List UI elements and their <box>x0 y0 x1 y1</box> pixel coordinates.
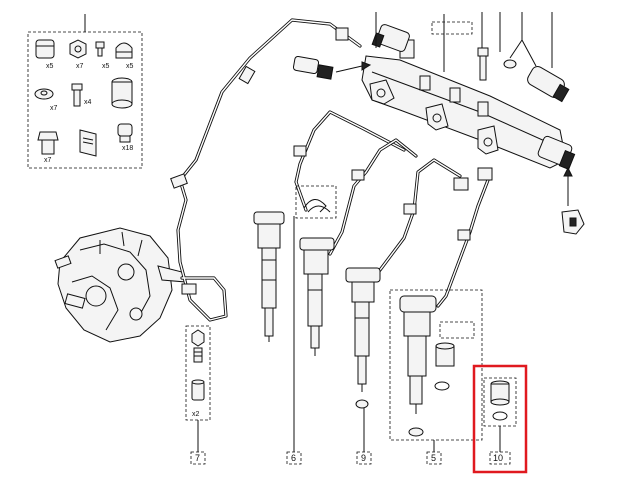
rail-bolt <box>477 47 489 81</box>
kit-qty-label: x7 <box>44 157 52 164</box>
pump-kit-qty-label: x2 <box>192 411 200 418</box>
injector-3 <box>345 267 381 409</box>
cap-nut-part <box>35 39 55 59</box>
callout-number: 5 <box>431 453 436 463</box>
callout-10: 10 <box>489 451 511 465</box>
kit-qty-label: x7 <box>76 63 84 70</box>
rail-pressure-sensor <box>503 59 570 103</box>
seal-kit-box: x5 x7 x5 x5 x7 x4 <box>27 14 143 169</box>
kit-qty-label: x5 <box>46 63 54 70</box>
kit-qty-label: x18 <box>122 145 133 152</box>
washer-part <box>34 88 54 100</box>
callout-7: 7 <box>190 451 206 465</box>
kit-qty-label: x5 <box>126 63 134 70</box>
instruction-booklet <box>79 129 97 157</box>
callout-number: 7 <box>195 453 200 463</box>
high-pressure-pump <box>54 227 187 343</box>
callout-number: 10 <box>493 453 503 463</box>
high-pressure-pipes <box>170 18 493 322</box>
kit-qty-label: x5 <box>102 63 110 70</box>
kit-qty-label: x7 <box>50 105 58 112</box>
protective-cap-part <box>115 42 133 59</box>
screw-part <box>71 83 83 107</box>
injector-4 <box>389 289 483 441</box>
hex-nut-part <box>69 39 87 59</box>
injector-2 <box>299 237 335 356</box>
sleeve-part <box>111 77 133 109</box>
callout-number: 6 <box>291 453 296 463</box>
pump-fitting-kit: x2 <box>185 325 211 421</box>
kit-qty-label: x4 <box>84 99 92 106</box>
sleeve-kit <box>483 377 517 427</box>
highlight-frame <box>472 364 528 474</box>
rubber-cap-part <box>117 123 133 143</box>
callout-5: 5 <box>426 451 442 465</box>
injector-1 <box>253 211 285 342</box>
sensor-connector-cap <box>561 166 585 235</box>
callout-6: 6 <box>286 451 302 465</box>
inlet-connector <box>292 55 372 80</box>
leader-lines <box>375 12 553 72</box>
pressure-regulator <box>371 24 410 52</box>
injector-clip <box>295 185 337 219</box>
callout-9: 9 <box>356 451 372 465</box>
nozzle-washer-part <box>37 131 59 155</box>
callout-leaders <box>197 216 501 452</box>
callout-number: 9 <box>361 453 366 463</box>
common-rail <box>361 39 576 170</box>
small-screw-part <box>95 41 105 57</box>
